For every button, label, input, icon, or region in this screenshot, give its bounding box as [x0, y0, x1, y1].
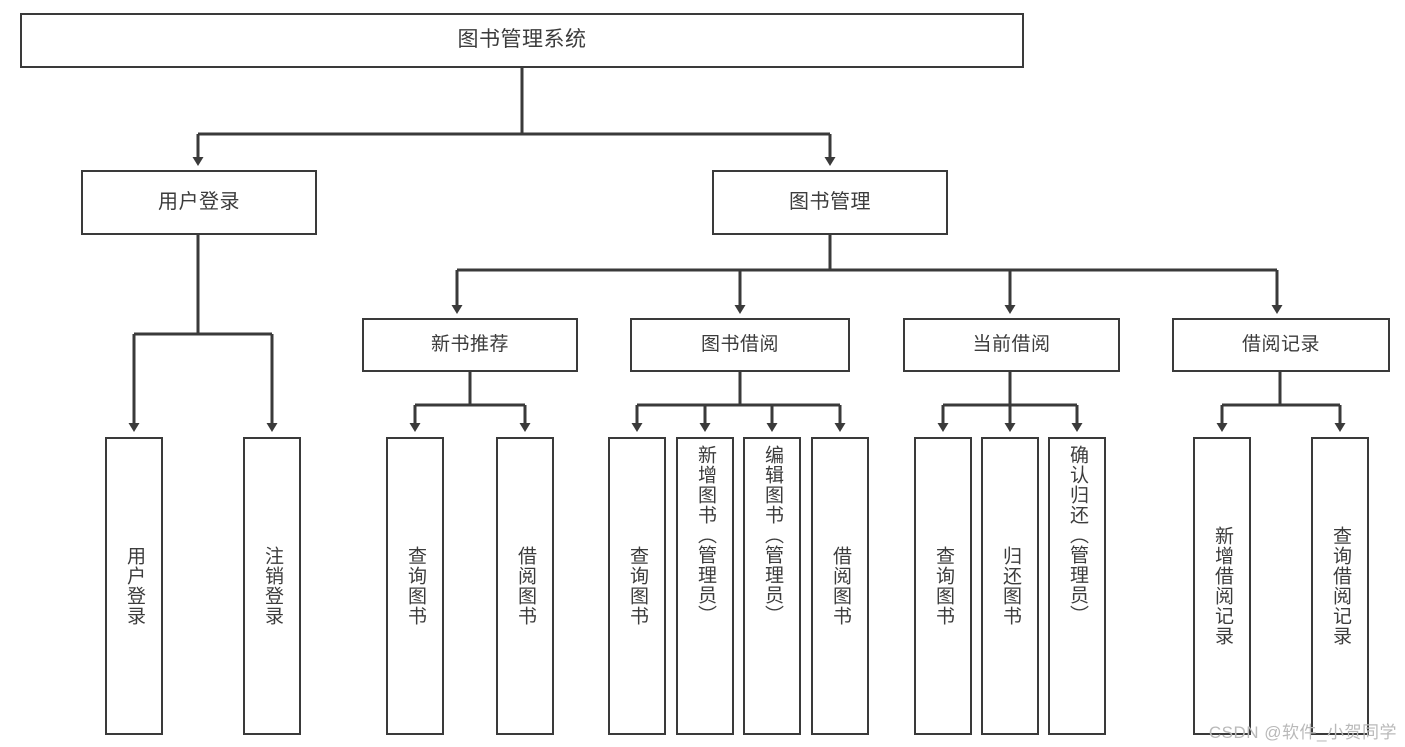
node-label: 查询借阅记录: [1329, 526, 1351, 646]
node-label: 用户登录: [158, 190, 240, 213]
leaf-query-book-borrow[interactable]: 查询图书: [608, 437, 666, 735]
node-label: 新增图书（管理员）: [694, 445, 716, 625]
leaf-add-borrow-record[interactable]: 新增借阅记录: [1193, 437, 1251, 735]
leaf-confirm-return-admin[interactable]: 确认归还（管理员）: [1048, 437, 1106, 735]
leaf-borrow-book[interactable]: 借阅图书: [811, 437, 869, 735]
node-label: 借阅图书: [829, 546, 851, 626]
node-label: 确认归还（管理员）: [1066, 445, 1088, 625]
leaf-return-book[interactable]: 归还图书: [981, 437, 1039, 735]
node-label: 注销登录: [261, 546, 283, 626]
leaf-user-login[interactable]: 用户登录: [105, 437, 163, 735]
leaf-query-book-current[interactable]: 查询图书: [914, 437, 972, 735]
leaf-borrow-book-recommend[interactable]: 借阅图书: [496, 437, 554, 735]
watermark-text: CSDN @软件_小贺同学: [1208, 723, 1397, 742]
node-label: 新书推荐: [430, 333, 509, 355]
leaf-query-borrow-record[interactable]: 查询借阅记录: [1311, 437, 1369, 735]
leaf-edit-book-admin[interactable]: 编辑图书（管理员）: [743, 437, 801, 735]
node-user-login[interactable]: 用户登录: [81, 170, 317, 235]
node-label: 查询图书: [932, 546, 954, 626]
node-label: 当前借阅: [972, 333, 1051, 355]
node-current-borrow[interactable]: 当前借阅: [903, 318, 1120, 372]
node-label: 查询图书: [404, 546, 426, 626]
node-root-system[interactable]: 图书管理系统: [20, 13, 1024, 68]
node-book-borrow[interactable]: 图书借阅: [630, 318, 850, 372]
node-new-book-recommend[interactable]: 新书推荐: [362, 318, 578, 372]
leaf-logout[interactable]: 注销登录: [243, 437, 301, 735]
node-book-management[interactable]: 图书管理: [712, 170, 948, 235]
leaf-query-book-recommend[interactable]: 查询图书: [386, 437, 444, 735]
node-label: 新增借阅记录: [1211, 526, 1233, 646]
node-label: 归还图书: [999, 546, 1021, 626]
node-label: 图书管理系统: [457, 28, 587, 52]
node-label: 图书管理: [789, 190, 871, 213]
node-label: 借阅图书: [514, 546, 536, 626]
node-label: 编辑图书（管理员）: [761, 445, 783, 625]
node-label: 图书借阅: [700, 333, 779, 355]
leaf-add-book-admin[interactable]: 新增图书（管理员）: [676, 437, 734, 735]
node-label: 查询图书: [626, 546, 648, 626]
node-label: 用户登录: [123, 546, 145, 626]
node-label: 借阅记录: [1241, 333, 1320, 355]
node-borrow-record[interactable]: 借阅记录: [1172, 318, 1390, 372]
